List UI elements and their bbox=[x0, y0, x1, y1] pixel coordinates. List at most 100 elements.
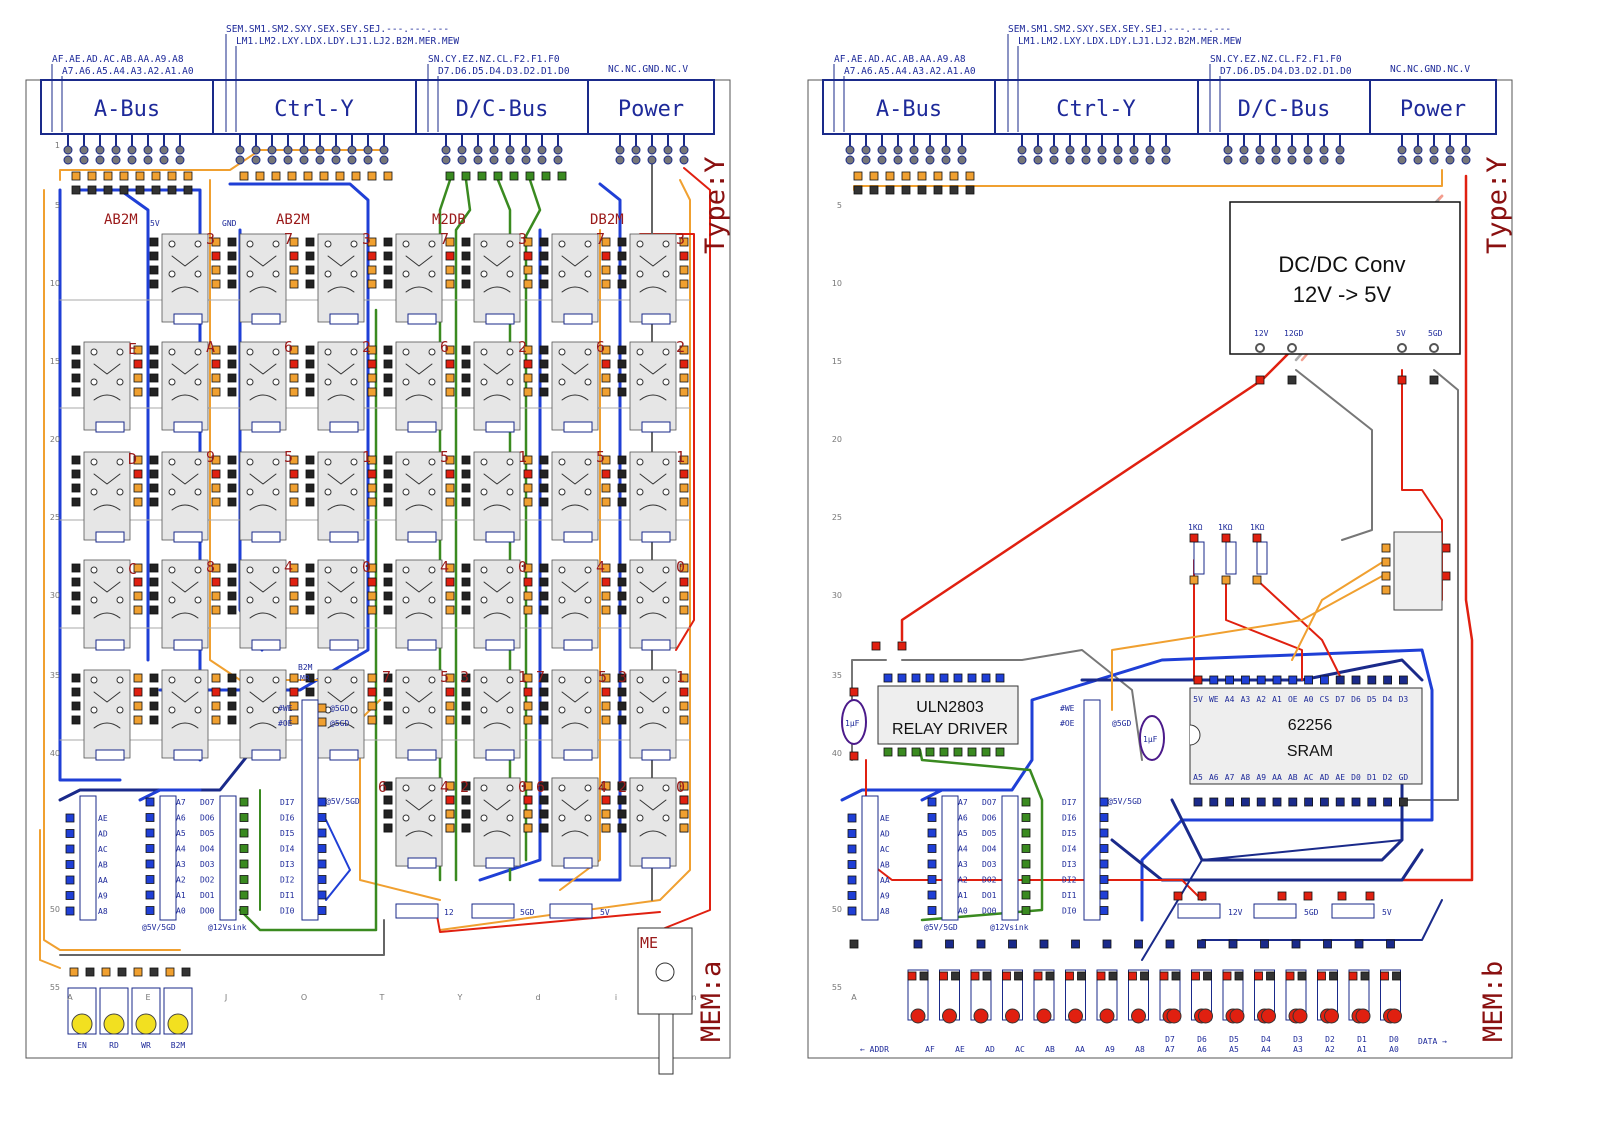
relay-body bbox=[317, 451, 365, 541]
sram-top-pin-label: D4 bbox=[1383, 695, 1393, 704]
relay-pad bbox=[71, 687, 81, 697]
relay-pad bbox=[211, 373, 221, 383]
relay-coil bbox=[171, 504, 199, 511]
addr2-pin-label: A7 bbox=[176, 798, 186, 807]
relay-pin bbox=[662, 706, 670, 714]
relay-pad bbox=[211, 605, 221, 615]
relay-pad bbox=[71, 673, 81, 683]
relay-pin bbox=[272, 348, 280, 356]
uln-subtitle: RELAY DRIVER bbox=[892, 721, 1008, 738]
relay-pin bbox=[428, 784, 436, 792]
sram-bottom-pin-label: AC bbox=[1304, 773, 1314, 782]
led-pad bbox=[1380, 971, 1389, 981]
sram-top-pad bbox=[1272, 675, 1282, 685]
relay-coil bbox=[561, 612, 589, 619]
relay-pad bbox=[617, 497, 627, 507]
switch-pad bbox=[165, 967, 175, 977]
bus-pin-head bbox=[1223, 155, 1233, 165]
sram-bottom-pad bbox=[1193, 797, 1203, 807]
relay-pad bbox=[227, 715, 237, 725]
relay-pad bbox=[445, 673, 455, 683]
relay bbox=[617, 777, 689, 869]
relay-pad bbox=[539, 345, 549, 355]
di-pad bbox=[317, 890, 327, 900]
sram-top-pad bbox=[1351, 675, 1361, 685]
relay-pin bbox=[194, 488, 202, 496]
relay-pad bbox=[211, 591, 221, 601]
relay-pin bbox=[662, 378, 670, 386]
uln-pad bbox=[911, 747, 921, 757]
bus-pin-head bbox=[1255, 145, 1265, 155]
relay-pin bbox=[636, 378, 644, 386]
relay-pad bbox=[149, 497, 159, 507]
relay-pin bbox=[662, 488, 670, 496]
relay-pad bbox=[289, 359, 299, 369]
relay-pad bbox=[601, 359, 611, 369]
addr2-pad bbox=[927, 844, 937, 853]
relay-pad bbox=[227, 687, 237, 697]
strip-addr-low-label: A0 bbox=[1389, 1045, 1399, 1054]
relay-pin bbox=[350, 458, 358, 466]
led bbox=[942, 1008, 957, 1024]
addr-pad bbox=[847, 829, 857, 838]
wire-orange bbox=[43, 189, 181, 951]
relay-pin bbox=[558, 596, 566, 604]
strip-data-label: D5 bbox=[1229, 1035, 1239, 1044]
relay-pin bbox=[324, 676, 332, 684]
relay-pad bbox=[71, 483, 81, 493]
relay-pad bbox=[539, 373, 549, 383]
relay-pad bbox=[523, 591, 533, 601]
led-pad bbox=[1134, 939, 1143, 949]
relay-pad bbox=[461, 359, 471, 369]
v5b-label: 5V bbox=[600, 908, 610, 917]
relay bbox=[539, 451, 611, 543]
sram-top-pad bbox=[1225, 675, 1235, 685]
relay-pad bbox=[383, 497, 393, 507]
led-pad bbox=[982, 971, 992, 981]
relay-pad bbox=[305, 359, 315, 369]
relay-pad bbox=[289, 715, 299, 725]
relay-pin bbox=[246, 240, 254, 248]
bus-pin-head bbox=[861, 145, 871, 155]
relay-pin bbox=[116, 596, 124, 604]
relay-pad bbox=[461, 469, 471, 479]
relay-diode bbox=[485, 313, 515, 325]
relay-pin bbox=[584, 378, 592, 386]
relay-pad bbox=[133, 497, 143, 507]
relay-pin bbox=[90, 378, 98, 386]
relay-contact bbox=[561, 473, 589, 485]
relay-contact bbox=[639, 255, 667, 267]
bus-pin-head bbox=[457, 145, 467, 155]
relay-pad bbox=[679, 715, 689, 725]
relay-pad bbox=[383, 591, 393, 601]
bus-pin-head bbox=[505, 145, 515, 155]
bus-pin-head bbox=[347, 145, 357, 155]
bus-pin-head bbox=[893, 145, 903, 155]
bus-pin-head bbox=[283, 155, 293, 165]
relay-pad bbox=[383, 809, 393, 819]
relay-pad bbox=[461, 237, 471, 247]
relay-pin bbox=[636, 270, 644, 278]
relay-pad bbox=[523, 781, 533, 791]
di-pad bbox=[1099, 859, 1109, 869]
dcdc-pad bbox=[1287, 375, 1297, 385]
led-pad bbox=[945, 939, 954, 949]
relay-pad bbox=[289, 469, 299, 479]
relay-diode bbox=[485, 421, 515, 433]
bus-pin-head bbox=[1271, 145, 1281, 155]
strip-addr-low-label: A7 bbox=[1165, 1045, 1175, 1054]
relay-pin bbox=[272, 706, 280, 714]
ctl-pad bbox=[317, 703, 327, 713]
me-switch[interactable]: ME bbox=[637, 927, 693, 1075]
relay-diode bbox=[251, 313, 281, 325]
relay-pin bbox=[480, 596, 488, 604]
di-header-block bbox=[1083, 699, 1101, 921]
relay-pad bbox=[445, 279, 455, 289]
sram-top-pad bbox=[1209, 675, 1219, 685]
bit-label: 3 bbox=[362, 230, 371, 248]
relay-pad bbox=[1441, 571, 1451, 581]
relay-pad bbox=[211, 265, 221, 275]
led bbox=[1198, 1008, 1213, 1024]
addr2-pin-label: A2 bbox=[176, 876, 186, 885]
pwr-pad bbox=[1277, 891, 1287, 901]
